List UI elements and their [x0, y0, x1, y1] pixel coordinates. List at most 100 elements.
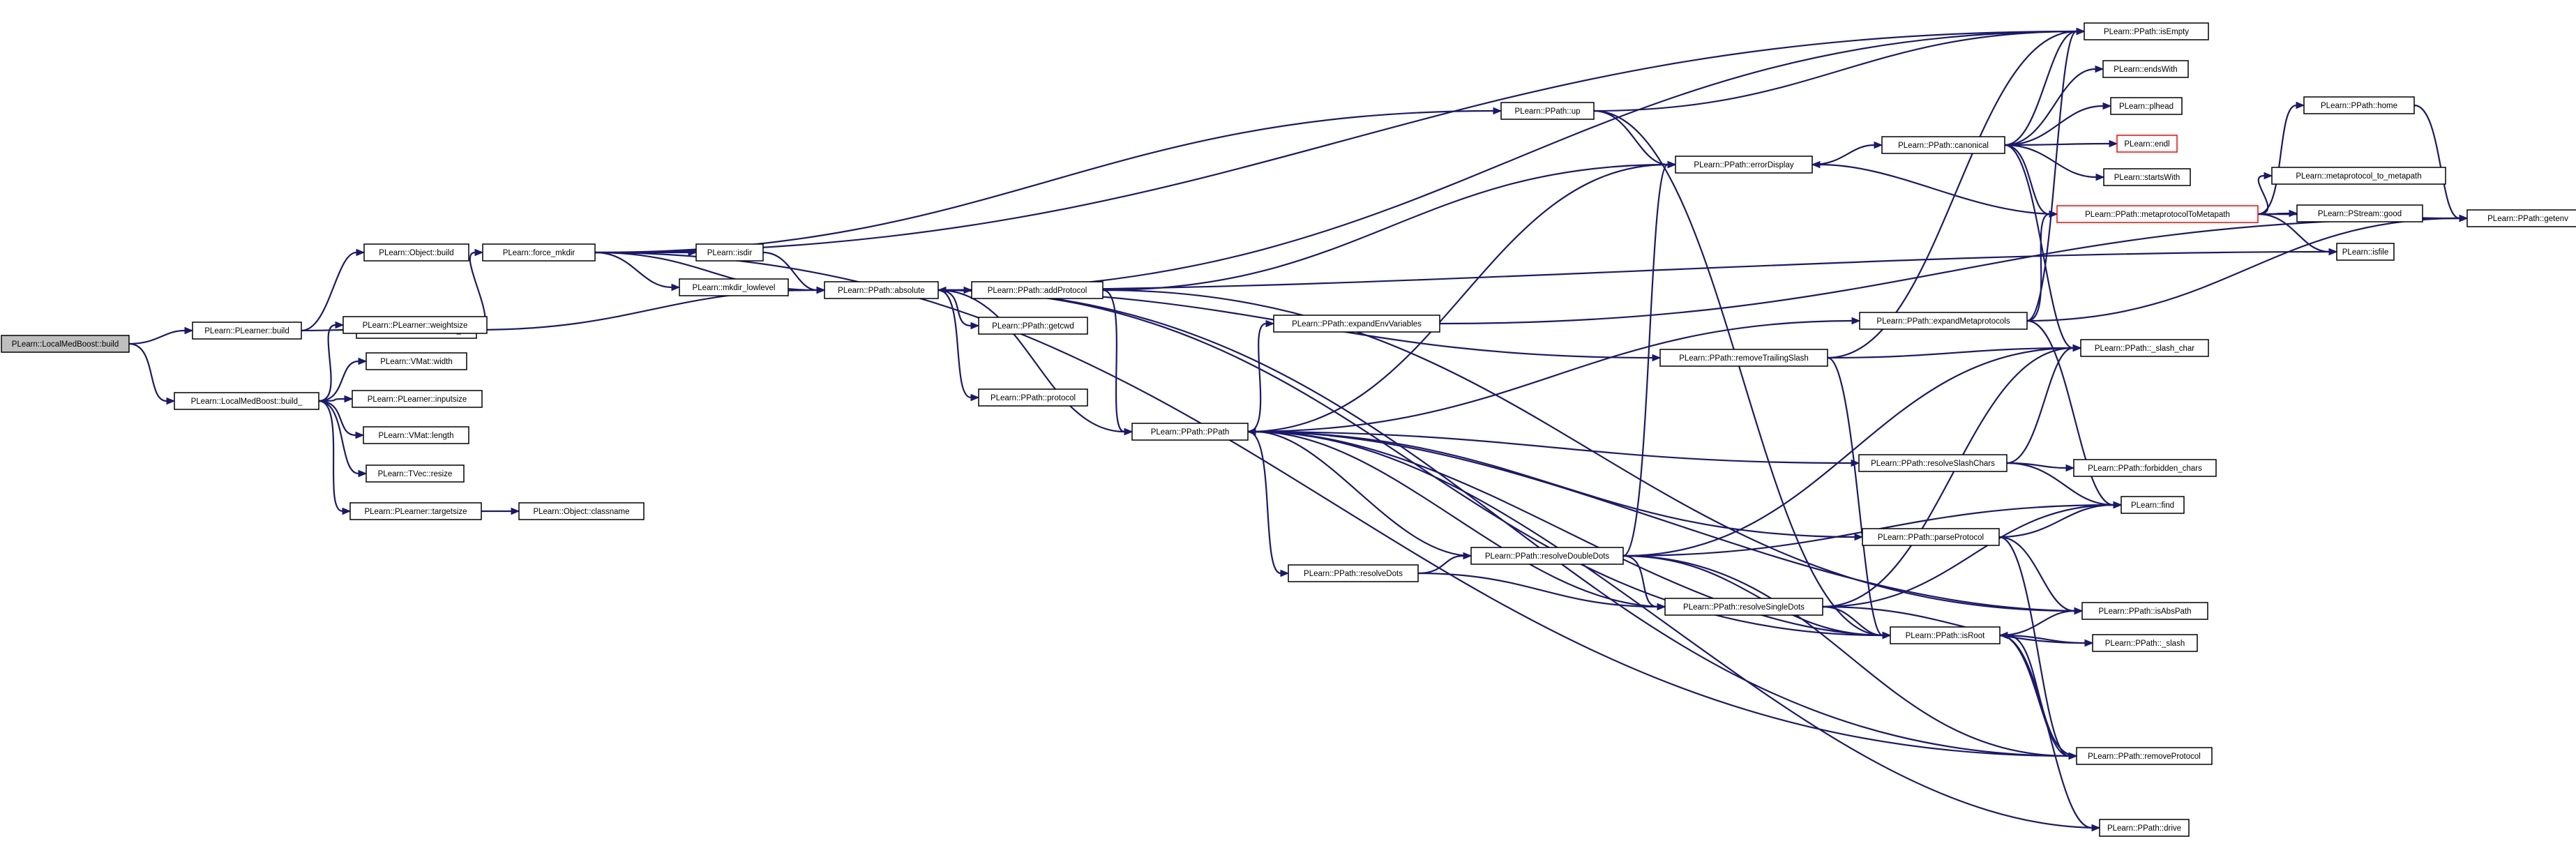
node-vmat-length[interactable]: PLearn::VMat::length [363, 426, 469, 444]
node-targetsize[interactable]: PLearn::PLearner::targetsize [349, 502, 482, 520]
node-plhead[interactable]: PLearn::plhead [2110, 97, 2183, 115]
node-resolveDots[interactable]: PLearn::PPath::resolveDots [1288, 564, 1419, 582]
arrowhead-icon [1667, 160, 1677, 169]
node-getcwd[interactable]: PLearn::PPath::getcwd [978, 317, 1088, 335]
node-label: PLearn::VMat::width [380, 358, 453, 366]
node-label: PLearn::PStream::good [2318, 210, 2402, 218]
call-edge [1246, 428, 2083, 612]
node-label: PLearn::LocalMedBoost::build [12, 340, 119, 349]
call-edge [1417, 572, 1666, 611]
node-errorDisplay[interactable]: PLearn::PPath::errorDisplay [1675, 156, 1813, 174]
arrowhead-icon [356, 248, 366, 257]
call-edge [1622, 554, 1666, 611]
node-isdir[interactable]: PLearn::isdir [695, 243, 764, 262]
arrowhead-icon [1124, 428, 1133, 436]
call-edge [937, 250, 2337, 294]
node-classname[interactable]: PLearn::Object::classname [518, 502, 645, 520]
node-metaprotocolToMetapath[interactable]: PLearn::PPath::metaprotocolToMetapath [2056, 205, 2259, 223]
node-label: PLearn::PPath::resolveSlashChars [1871, 460, 1995, 468]
arrowhead-icon [1246, 428, 1256, 436]
call-edge [1827, 27, 2086, 359]
arrowhead-icon [2095, 65, 2104, 73]
node-label: PLearn::endl [2124, 140, 2169, 149]
node-inputsize[interactable]: PLearn::PLearner::inputsize [352, 390, 483, 408]
arrowhead-icon [184, 326, 194, 335]
node-addProtocol[interactable]: PLearn::PPath::addProtocol [971, 281, 1104, 299]
call-edge [1827, 356, 1892, 640]
arrowhead-icon [344, 395, 354, 403]
node-forbidden-chars[interactable]: PLearn::PPath::forbidden_chars [2073, 459, 2217, 477]
call-edge [1998, 501, 2123, 538]
node-endsWith[interactable]: PLearn::endsWith [2102, 60, 2189, 78]
node-canonical[interactable]: PLearn::PPath::canonical [1881, 136, 2005, 154]
call-edge [2413, 104, 2469, 222]
node-isEmpty[interactable]: PLearn::PPath::isEmpty [2084, 22, 2209, 40]
node-vmat-width[interactable]: PLearn::VMat::width [366, 352, 467, 370]
call-edge [2004, 65, 2104, 146]
node-label: PLearn::PPath::expandEnvVariables [1292, 320, 1422, 328]
node-label: PLearn::PPath::home [2321, 102, 2397, 110]
call-edge [1622, 554, 2078, 760]
node-slash-char[interactable]: PLearn::PPath::_slash_char [2080, 339, 2209, 357]
node-weightsize[interactable]: PLearn::PLearner::weightsize [342, 316, 488, 334]
node-removeTrailingSlash[interactable]: PLearn::PPath::removeTrailingSlash [1659, 349, 1828, 367]
call-nodes: PLearn::LocalMedBoost::buildPLearn::PLea… [1, 22, 2576, 837]
node-parseProtocol[interactable]: PLearn::PPath::parseProtocol [1862, 528, 2000, 546]
node-absolute[interactable]: PLearn::PPath::absolute [824, 281, 939, 299]
node-plearner-build[interactable]: PLearn::PLearner::build [192, 322, 302, 340]
node-label: PLearn::mkdir_lowlevel [693, 284, 776, 292]
call-edge [318, 357, 368, 402]
node-find[interactable]: PLearn::find [2121, 496, 2185, 514]
arrowhead-icon [2109, 139, 2118, 148]
arrowhead-icon [355, 431, 365, 439]
call-edge [128, 342, 176, 405]
arrowhead-icon [2084, 639, 2094, 647]
node-metaprotocol-to-metapath[interactable]: PLearn::metaprotocol_to_metapath [2271, 167, 2446, 185]
call-edge [1247, 430, 1290, 577]
node-startsWith[interactable]: PLearn::startsWith [2103, 168, 2191, 186]
arrowhead-icon [1874, 141, 1883, 149]
node-tvec-resize[interactable]: PLearn::TVec::resize [366, 464, 465, 483]
node-resolveSingleDots[interactable]: PLearn::PPath::resolveSingleDots [1664, 598, 1823, 616]
node-home[interactable]: PLearn::PPath::home [2303, 96, 2415, 114]
call-edge [1822, 501, 2123, 608]
node-label: PLearn::PPath::isAbsPath [2099, 607, 2192, 616]
node-pstream-good[interactable]: PLearn::PStream::good [2296, 204, 2423, 222]
node-label: PLearn::PPath::getcwd [992, 322, 1074, 331]
node-protocol[interactable]: PLearn::PPath::protocol [978, 388, 1088, 407]
node-getenv[interactable]: PLearn::PPath::getenv [2466, 209, 2576, 227]
node-resolveSlashChars[interactable]: PLearn::PPath::resolveSlashChars [1858, 454, 2008, 472]
node-isRoot[interactable]: PLearn::PPath::isRoot [1890, 626, 2001, 644]
node-label: PLearn::PPath::isEmpty [2104, 28, 2189, 36]
call-edge [301, 248, 366, 332]
node-expandEnvVariables[interactable]: PLearn::PPath::expandEnvVariables [1273, 315, 1440, 333]
node-resolveDoubleDots[interactable]: PLearn::PPath::resolveDoubleDots [1470, 547, 1624, 565]
node-object-build[interactable]: PLearn::Object::build [363, 243, 469, 262]
arrowhead-icon [671, 283, 681, 292]
node-label: PLearn::PPath::resolveDots [1304, 570, 1403, 578]
call-edge [2006, 344, 2082, 464]
node-label: PLearn::Object::classname [533, 508, 629, 516]
node-lmb-build-[interactable]: PLearn::LocalMedBoost::build_ [174, 392, 319, 410]
node-isfile[interactable]: PLearn::isfile [2336, 243, 2395, 261]
node-label: PLearn::PPath::up [1515, 107, 1581, 116]
call-edge [2004, 27, 2086, 146]
node-root[interactable]: PLearn::LocalMedBoost::build [1, 335, 130, 353]
node-endl[interactable]: PLearn::endl [2116, 135, 2178, 153]
arrowhead-icon [970, 393, 980, 402]
node-isAbsPath[interactable]: PLearn::PPath::isAbsPath [2081, 602, 2208, 620]
arrowhead-icon [1851, 459, 1860, 467]
node-ppath[interactable]: PLearn::PPath::PPath [1131, 423, 1249, 441]
node-slash[interactable]: PLearn::PPath::_slash [2092, 634, 2198, 652]
arrowhead-icon [937, 286, 947, 294]
node-drive[interactable]: PLearn::PPath::drive [2099, 819, 2190, 837]
node-up[interactable]: PLearn::PPath::up [1500, 102, 1595, 120]
call-edge [1593, 27, 2086, 112]
node-mkdir-lowlevel[interactable]: PLearn::mkdir_lowlevel [679, 278, 789, 296]
node-expandMetaprotocols[interactable]: PLearn::PPath::expandMetaprotocols [1859, 312, 2028, 330]
node-removeProtocol[interactable]: PLearn::PPath::removeProtocol [2076, 747, 2213, 765]
node-force-mkdir[interactable]: PLearn::force_mkdir [482, 243, 596, 262]
call-edge [594, 251, 681, 292]
node-label: PLearn::startsWith [2114, 174, 2180, 182]
